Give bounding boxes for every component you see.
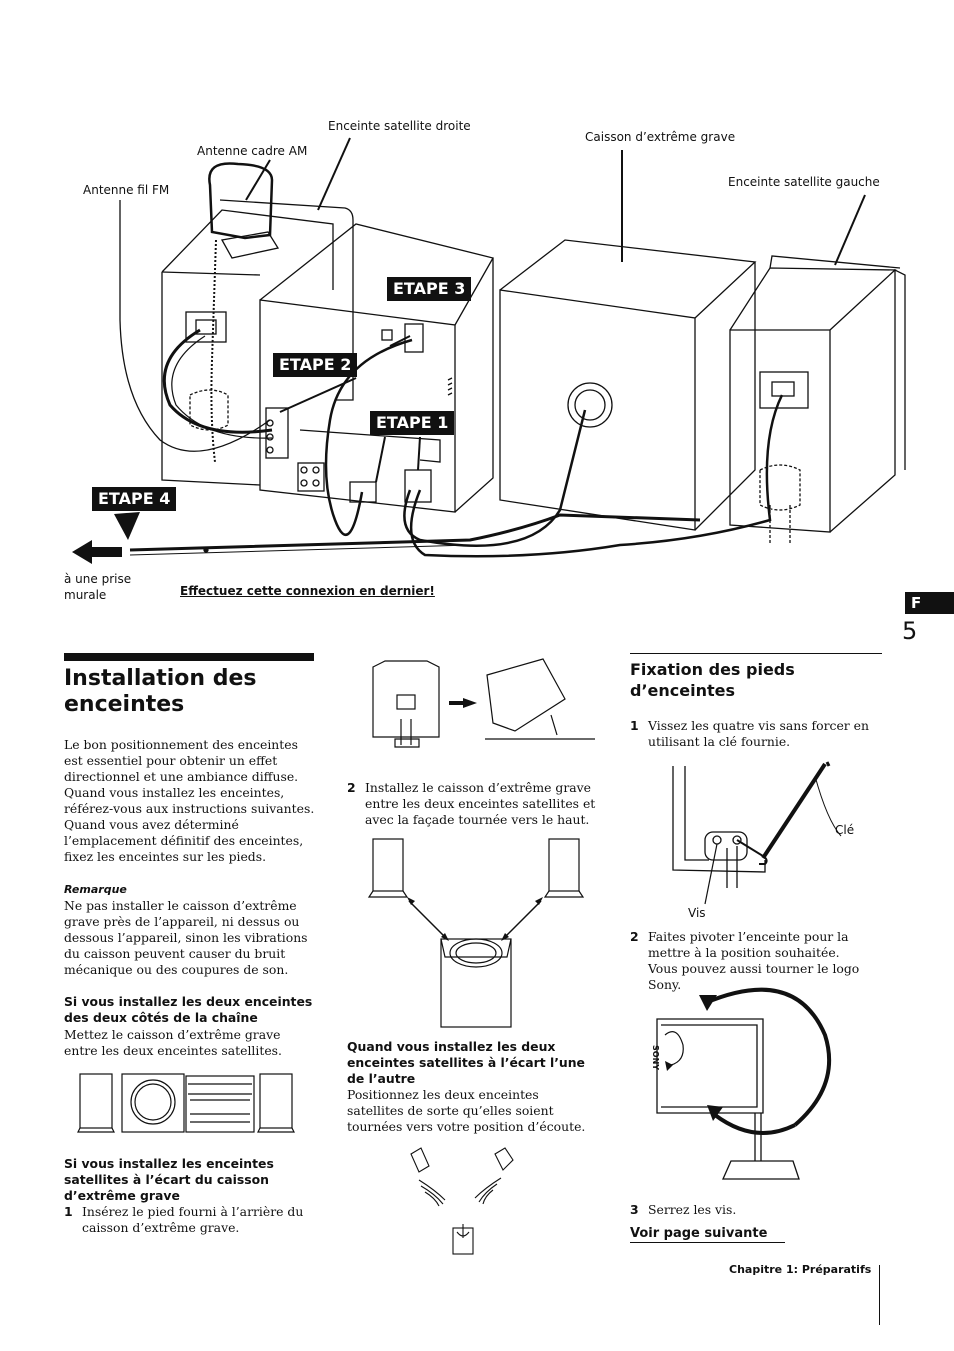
case-both-sides-heading: Si vous installez les deux enceintes des… [64,994,313,1025]
subwoofer-shape [499,289,696,531]
mid-case-apart-heading: Quand vous installez les deux enceintes … [347,1039,585,1086]
case-both-sides-text: Mettez le caisson d’extrême grave entre … [64,1027,282,1058]
hex-key-illustration [672,761,842,905]
mid-step-2-number: 2 [347,780,356,795]
label-subwoofer: Caisson d’extrême grave [585,130,736,144]
note-label: Remarque [64,883,127,896]
mid-step-2: 2 Installez le caisson d’extrême grave e… [347,780,597,828]
right-step-2-number: 2 [630,929,639,944]
etape-3-badge: ETAPE 3 [387,277,472,301]
language-tab-letter: F [911,594,922,612]
speaker-cable [162,328,273,434]
section-title: Installation des enceintes [64,666,257,717]
am-antenna-shape [208,162,274,240]
power-cord [129,513,701,552]
left-step-1-number: 1 [64,1204,73,1219]
key-label: Clé [835,823,855,837]
right-step-2: 2 Faites pivoter l’enceinte pour la mett… [630,929,882,993]
system-front-illustration [77,1073,295,1133]
listening-position-illustration [410,1147,514,1255]
right-section-rule [630,653,882,654]
right-satellite-speaker-shape [219,199,354,401]
chapter-footer: Chapitre 1: Préparatifs [729,1263,872,1276]
screw-label: Vis [688,906,706,920]
label-left-satellite: Enceinte satellite gauche [728,175,880,189]
etape-1-badge: ETAPE 1 [370,411,455,435]
etape-4-badge: ETAPE 4 [92,487,177,511]
fm-antenna-wire [119,200,271,452]
right-step-2-text: Faites pivoter l’enceinte pour la mettre… [648,929,860,992]
intro-text: Le bon positionnement des enceintes est … [64,737,315,864]
case-apart-heading: Si vous installez les enceintes satellit… [64,1156,274,1203]
right-step-1: 1 Vissez les quatre vis sans forcer en u… [630,718,882,750]
sony-logo-text: SONY [651,1045,660,1071]
right-step-3-text: Serrez les vis. [648,1202,737,1217]
footer-rule [879,1265,880,1325]
rotate-speaker-illustration [656,987,832,1180]
page-number: 5 [902,617,918,645]
subwoofer-stand-illustration [372,658,595,748]
placement-illustration [367,838,585,1028]
main-unit-shape [259,299,456,513]
label-wall-outlet: à une prise murale [64,572,132,602]
left-step-1-text: Insérez le pied fourni à l’arrière du ca… [82,1204,304,1235]
right-step-3-number: 3 [630,1202,639,1217]
right-step-3: 3 Serrez les vis. [630,1202,882,1218]
right-step-1-number: 1 [630,718,639,733]
wall-outlet-arrow [72,540,122,564]
note-text: Ne pas installer le caisson d’extrême gr… [64,898,308,977]
section-rule [64,653,314,661]
left-satellite-speaker-shape [729,329,831,533]
mid-case-apart-text: Positionnez les deux enceintes satellite… [347,1087,586,1134]
left-step-1: 1 Insérez le pied fourni à l’arrière du … [64,1204,316,1236]
connection-diagram-drawing [72,137,906,564]
label-am-antenna: Antenne cadre AM [197,144,308,158]
label-last-connection: Effectuez cette connexion en dernier! [180,584,435,598]
language-tab: F [905,592,954,614]
label-right-satellite: Enceinte satellite droite [328,119,471,133]
next-page-link[interactable]: Voir page suivante [630,1226,786,1243]
label-fm-antenna: Antenne fil FM [83,183,170,197]
etape-2-badge: ETAPE 2 [273,353,358,377]
right-step-1-text: Vissez les quatre vis sans forcer en uti… [648,718,869,749]
right-section-title: Fixation des pieds d’enceintes [630,660,795,700]
mid-step-2-text: Installez le caisson d’extrême grave ent… [365,780,596,827]
